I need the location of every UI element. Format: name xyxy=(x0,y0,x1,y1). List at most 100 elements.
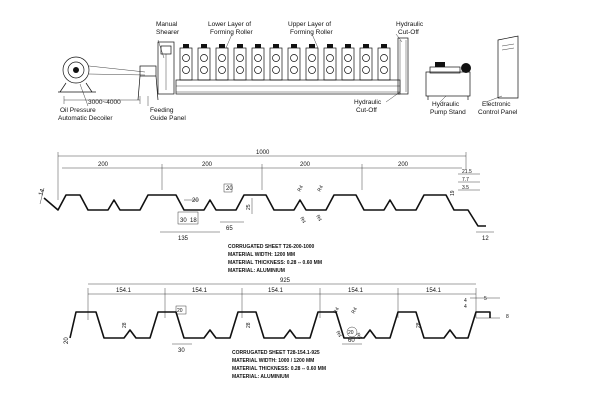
roller-icon xyxy=(200,54,208,62)
roller-stand xyxy=(377,47,391,81)
p1-pitch-3: 200 xyxy=(300,162,311,168)
p1-dim-18: 18 xyxy=(190,218,197,224)
p2-pitch-1: 154.1 xyxy=(116,288,132,294)
roller-stand xyxy=(233,47,247,81)
hydraulic-pump-label-1: Hydraulic xyxy=(432,101,460,108)
roller-stand xyxy=(305,47,319,81)
roller-cap xyxy=(219,44,225,48)
p1-dim-14: 14 xyxy=(38,188,46,197)
roller-stand xyxy=(179,47,193,81)
roller-icon xyxy=(326,54,334,62)
control-panel-label-2: Control Panel xyxy=(478,109,518,116)
roller-icon xyxy=(236,54,244,62)
p1-pitch-1: 200 xyxy=(98,162,109,168)
hydraulic-cutoff-top-label-2: Cut-Off xyxy=(398,29,419,36)
p2-pitch-3: 154.1 xyxy=(268,288,284,294)
roller-cap xyxy=(381,44,387,48)
p2-right-dim-2: 8 xyxy=(506,314,509,320)
roller-icon xyxy=(290,66,298,74)
p2-r4-1: R4 xyxy=(333,306,342,315)
roller-cap xyxy=(291,44,297,48)
roller-icon xyxy=(344,54,352,62)
roller-icon xyxy=(380,54,388,62)
hydraulic-pump-icon xyxy=(425,62,471,100)
hydraulic-cutoff-top-label-1: Hydraulic xyxy=(396,21,424,28)
roller-cap xyxy=(327,44,333,48)
p1-r4-3: R4 xyxy=(298,216,307,225)
roller-cap xyxy=(309,44,315,48)
p1-spec-width: MATERIAL WIDTH: 1200 MM xyxy=(228,252,295,258)
p1-pitch-2: 200 xyxy=(202,162,213,168)
roller-icon xyxy=(308,66,316,74)
roller-stand xyxy=(251,47,265,81)
p2-pitch-2: 154.1 xyxy=(192,288,208,294)
roller-icon xyxy=(200,66,208,74)
roller-icon xyxy=(290,54,298,62)
roller-stand xyxy=(359,47,373,81)
roller-icon xyxy=(182,66,190,74)
p2-right-dim-1: 4 xyxy=(464,298,467,304)
roller-cap xyxy=(363,44,369,48)
control-panel-icon xyxy=(497,35,519,99)
p1-spec-thickness: MATERIAL THICKNESS: 0.28 -- 0.60 MM xyxy=(228,260,322,266)
p1-pitch-4: 200 xyxy=(398,162,409,168)
p1-dim-30: 30 xyxy=(180,218,187,224)
decoiler-icon xyxy=(58,56,146,93)
upper-layer-label-2: Forming Roller xyxy=(290,29,333,36)
p2-right-dim-3: 4 xyxy=(464,304,467,310)
p2-r4-3: R4 xyxy=(334,330,343,339)
roller-icon xyxy=(254,54,262,62)
p2-pitch-5: 154.1 xyxy=(426,288,442,294)
p2-dim-30: 30 xyxy=(178,348,185,354)
roller-icon xyxy=(236,66,244,74)
p1-dim-12: 12 xyxy=(482,236,489,242)
roller-icon xyxy=(218,54,226,62)
roller-stand xyxy=(215,47,229,81)
feeding-guide-icon xyxy=(137,65,159,101)
p1-dim-25: 25 xyxy=(246,204,252,210)
p2-spec-width: MATERIAL WIDTH: 1000 / 1200 MM xyxy=(232,358,314,364)
p2-spec-material: MATERIAL: ALUMINIUM xyxy=(232,374,289,380)
p2-dim-28c: 28 xyxy=(416,322,422,328)
p1-profile-line xyxy=(43,194,486,227)
hydraulic-pump-label-2: Pump Stand xyxy=(430,109,466,116)
roller-cap xyxy=(237,44,243,48)
roller-icon xyxy=(380,66,388,74)
manual-shearer-label-1: Manual xyxy=(156,21,178,28)
roller-stand xyxy=(323,47,337,81)
upper-layer-label-1: Upper Layer of xyxy=(288,21,331,28)
roller-icon xyxy=(326,66,334,74)
p2-overall-width: 925 xyxy=(280,278,291,284)
forming-machine-icon xyxy=(175,44,401,95)
roller-cap xyxy=(183,44,189,48)
roller-icon xyxy=(272,54,280,62)
roller-icon xyxy=(344,66,352,74)
p2-right-dim-4: 5 xyxy=(484,296,487,302)
roller-icon xyxy=(254,66,262,74)
p2-dim-60: 60 xyxy=(348,338,355,344)
p2-dim-20c: 20 xyxy=(348,330,354,336)
p2-spec-thickness: MATERIAL THICKNESS: 0.28 -- 0.60 MM xyxy=(232,366,326,372)
manual-shearer-label-2: Shearer xyxy=(156,29,180,36)
lower-layer-label-1: Lower Layer of xyxy=(208,21,251,28)
control-panel-label-1: Electronic xyxy=(482,101,511,108)
manual-shearer-icon xyxy=(157,41,175,95)
p1-r4-4: R4 xyxy=(314,214,323,223)
roller-icon xyxy=(308,54,316,62)
p1-spec-title: CORRUGATED SHEET T26-200-1000 xyxy=(228,244,315,250)
roller-cap xyxy=(201,44,207,48)
roller-icon xyxy=(362,66,370,74)
roller-cap xyxy=(255,44,261,48)
decoiler-label-1: Oil Pressure xyxy=(60,107,96,114)
roller-icon xyxy=(218,66,226,74)
p2-dim-28: 28 xyxy=(122,322,128,328)
feeding-guide-label-2: Guide Panel xyxy=(150,115,186,122)
p2-spec-title: CORRUGATED SHEET T28-154.1-925 xyxy=(232,350,320,356)
p1-right-dim-2: 7.7 xyxy=(462,177,469,183)
p1-right-dim-3: 3.5 xyxy=(462,185,469,191)
p1-overall-width: 1000 xyxy=(256,150,270,156)
p2-dim-20-left: 20 xyxy=(64,337,70,344)
roller-cap xyxy=(345,44,351,48)
